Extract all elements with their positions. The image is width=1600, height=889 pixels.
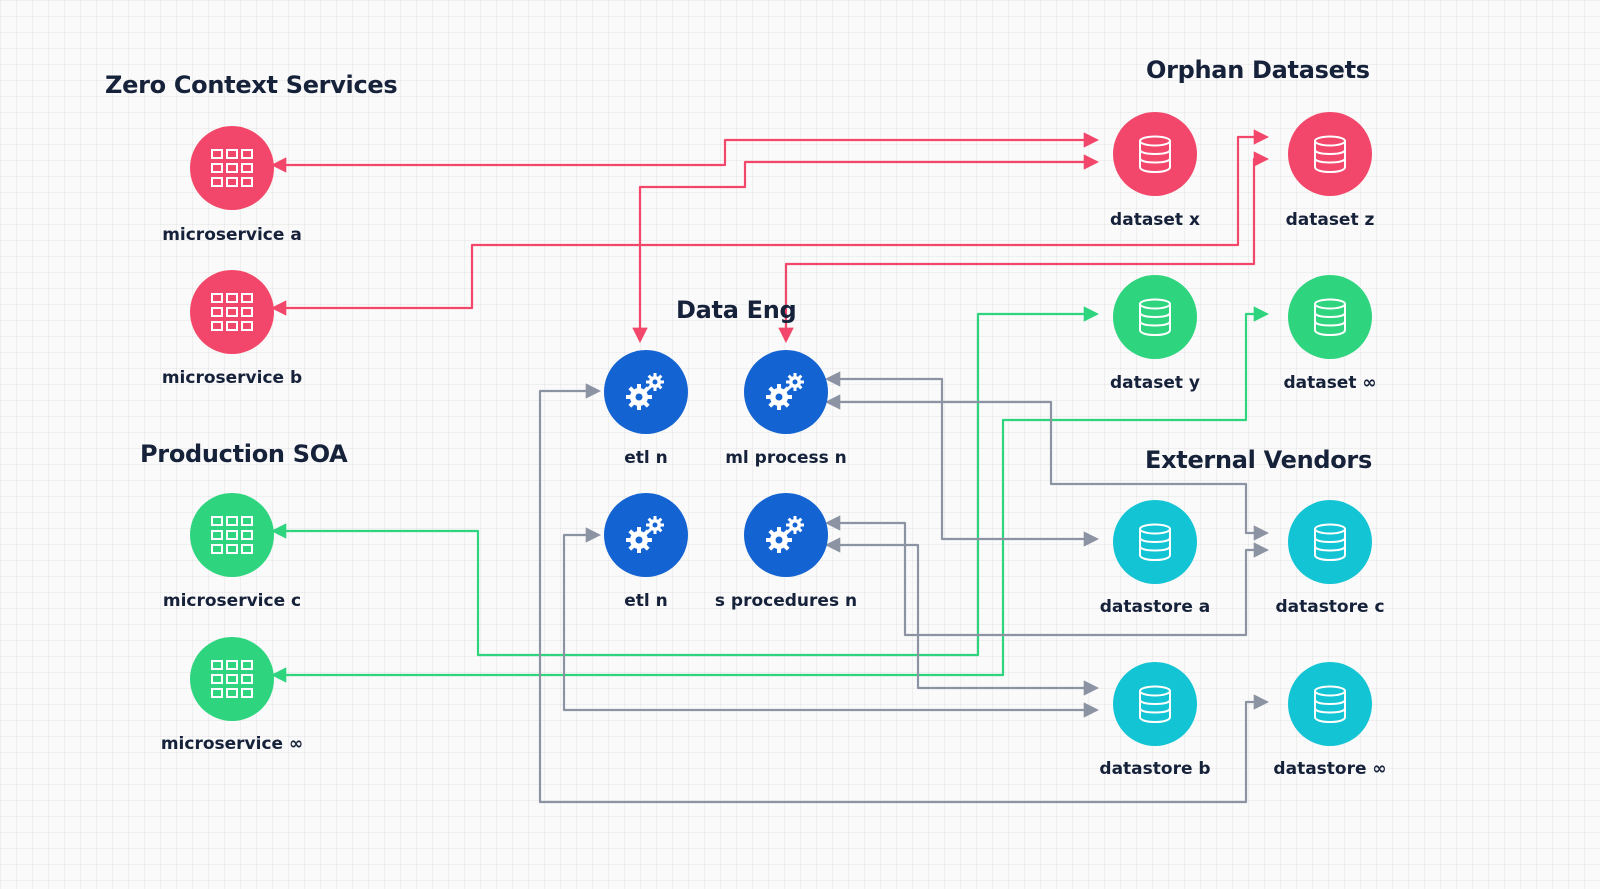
- label-microservice-b: microservice b: [161, 368, 303, 388]
- gears-icon: [766, 373, 804, 410]
- database-icon: [1314, 298, 1346, 337]
- database-icon: [1314, 523, 1346, 562]
- grid-icon: [211, 293, 253, 331]
- node-microservice-a[interactable]: [190, 126, 274, 210]
- node-dataset-y[interactable]: [1113, 275, 1197, 359]
- group-title-external-vendors: External Vendors: [1145, 446, 1372, 474]
- gears-icon: [626, 373, 664, 410]
- node-microservice-c[interactable]: [190, 493, 274, 577]
- database-icon: [1139, 298, 1171, 337]
- gears-icon: [626, 516, 664, 553]
- node-s-procedures-n[interactable]: [744, 493, 828, 577]
- label-dataset-inf: dataset ∞: [1283, 373, 1377, 393]
- grid-icon: [211, 660, 253, 698]
- group-title-orphan-datasets: Orphan Datasets: [1146, 56, 1370, 84]
- node-etl-n-bottom[interactable]: [604, 493, 688, 577]
- database-icon: [1314, 135, 1346, 174]
- label-dataset-y: dataset y: [1109, 373, 1200, 393]
- node-ml-process-n[interactable]: [744, 350, 828, 434]
- node-dataset-inf[interactable]: [1288, 275, 1372, 359]
- label-datastore-a: datastore a: [1099, 597, 1211, 617]
- node-microservice-b[interactable]: [190, 270, 274, 354]
- gears-icon: [766, 516, 804, 553]
- label-dataset-z: dataset z: [1285, 210, 1375, 230]
- database-icon: [1139, 135, 1171, 174]
- group-title-zero-context: Zero Context Services: [105, 71, 398, 99]
- label-dataset-x: dataset x: [1110, 210, 1200, 230]
- label-microservice-a: microservice a: [162, 225, 302, 245]
- label-datastore-inf: datastore ∞: [1273, 759, 1387, 779]
- label-datastore-b: datastore b: [1099, 759, 1211, 779]
- node-datastore-inf[interactable]: [1288, 662, 1372, 746]
- label-ml-process-n: ml process n: [725, 448, 847, 468]
- node-dataset-z[interactable]: [1288, 112, 1372, 196]
- group-title-data-eng: Data Eng: [676, 296, 797, 324]
- grid-icon: [211, 149, 253, 187]
- wire-datastore-inf-to-etl-n: [538, 383, 1270, 804]
- label-etl-n-bottom: etl n: [624, 591, 668, 611]
- label-etl-n-top: etl n: [624, 448, 668, 468]
- node-datastore-a[interactable]: [1113, 500, 1197, 584]
- wire-dataset-z-to-ml-process: [778, 151, 1270, 344]
- node-datastore-c[interactable]: [1288, 500, 1372, 584]
- label-microservice-inf: microservice ∞: [160, 734, 304, 754]
- node-dataset-x[interactable]: [1113, 112, 1197, 196]
- node-microservice-inf[interactable]: [190, 637, 274, 721]
- label-s-procedures-n: s procedures n: [714, 591, 858, 611]
- group-title-production-soa: Production SOA: [140, 440, 348, 468]
- label-datastore-c: datastore c: [1275, 597, 1385, 617]
- database-icon: [1314, 685, 1346, 724]
- node-etl-n-top[interactable]: [604, 350, 688, 434]
- node-datastore-b[interactable]: [1113, 662, 1197, 746]
- database-icon: [1139, 523, 1171, 562]
- label-microservice-c: microservice c: [162, 591, 302, 611]
- wire-datastore-b-to-etl-n: [562, 527, 1100, 718]
- database-icon: [1139, 685, 1171, 724]
- grid-icon: [211, 516, 253, 554]
